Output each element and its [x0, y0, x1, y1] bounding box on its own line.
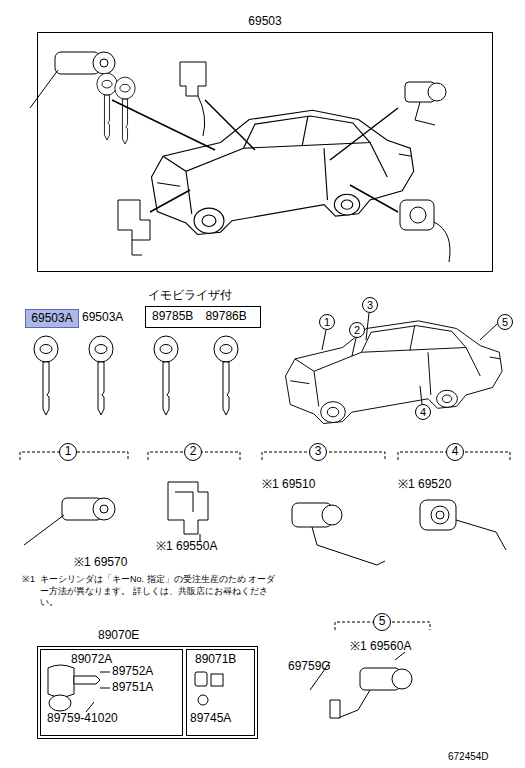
callout-circle: 3 — [309, 443, 327, 461]
highlight-box: 69503A — [25, 309, 79, 328]
part-number: 89071B — [195, 653, 236, 667]
top-parts — [434, 222, 450, 262]
keys — [34, 336, 58, 415]
part-drawings — [436, 511, 444, 519]
top-parts — [93, 52, 115, 74]
callout-circle: 4 — [446, 443, 464, 461]
part-label: ※1 69560A — [350, 640, 411, 654]
part-label: ※1 69550A — [156, 540, 217, 554]
callout-circle: 4 — [415, 404, 431, 420]
callout-circle: 1 — [319, 314, 335, 330]
part-drawings — [330, 700, 340, 718]
callout-number: 1 — [65, 445, 72, 459]
callout-number: 2 — [190, 445, 197, 459]
top-parts — [97, 73, 117, 140]
part-drawings — [312, 527, 385, 565]
keys — [154, 336, 178, 415]
callout-circle: 2 — [349, 322, 365, 338]
top-parts — [112, 100, 398, 212]
kit-parts — [211, 674, 223, 686]
lower-car — [286, 321, 503, 424]
lower-car — [286, 313, 503, 424]
part-heading: 89070E — [96, 629, 141, 643]
callout-number: 4 — [420, 406, 426, 419]
callout-number: 5 — [502, 316, 508, 329]
callout-circle: 1 — [59, 443, 77, 461]
kit-parts — [48, 665, 223, 712]
top-parts — [118, 200, 150, 240]
top-parts — [100, 59, 108, 67]
top-car — [152, 110, 414, 234]
part-drawings — [168, 482, 208, 534]
callout-number: 1 — [324, 316, 330, 329]
part-heading: 69503 — [246, 15, 283, 29]
part-label: 89745A — [190, 712, 231, 726]
keys — [89, 336, 113, 415]
top-parts — [132, 240, 142, 255]
top-car — [152, 110, 414, 234]
kit-parts — [195, 672, 207, 686]
top-parts — [410, 207, 426, 223]
part-label: 89759-41020 — [47, 712, 118, 726]
part-box: イモビライザ付89785B89786B — [145, 306, 261, 328]
callout-circle: 3 — [362, 297, 378, 313]
callout-number: 3 — [367, 299, 373, 312]
part-label: 89752A — [112, 665, 153, 679]
part-number: 89785B — [152, 310, 193, 324]
part-number: 89786B — [205, 310, 246, 324]
group-brackets — [20, 452, 510, 630]
callout-number: 2 — [354, 324, 360, 337]
top-parts — [428, 83, 446, 101]
top-parts — [198, 96, 205, 136]
part-drawings — [24, 482, 506, 718]
keys — [214, 336, 238, 415]
top-parts — [30, 70, 58, 108]
keys — [34, 336, 238, 415]
part-number: 89072A — [71, 653, 112, 667]
part-box: 69503 — [37, 32, 493, 272]
kit-parts — [49, 695, 71, 711]
lower-car — [322, 313, 497, 404]
part-drawings — [420, 500, 456, 530]
kit-parts — [198, 695, 208, 705]
part-drawings — [431, 506, 449, 524]
callout-circle: 5 — [497, 314, 513, 330]
part-label: 89751A — [112, 681, 153, 695]
part-drawings — [24, 515, 64, 545]
top-parts — [415, 102, 435, 125]
part-label: ※1 69510 — [262, 478, 315, 492]
part-label: ※1 — [22, 574, 35, 584]
callout-number: 3 — [315, 445, 322, 459]
diagram-code: 672454D — [448, 751, 489, 763]
kit-parts — [74, 676, 100, 684]
kit-parts — [48, 665, 74, 697]
kit-parts — [86, 672, 110, 712]
callout-circle: 2 — [184, 443, 202, 461]
part-drawings — [392, 669, 412, 689]
top-parts — [400, 200, 434, 230]
part-drawings — [100, 505, 108, 513]
part-label: 69503A — [82, 311, 123, 325]
part-drawings — [93, 498, 115, 520]
callout-number: 4 — [452, 445, 459, 459]
part-drawings — [322, 505, 342, 525]
part-label: 69759G — [288, 660, 331, 674]
part-number: 69503A — [31, 312, 72, 326]
part-drawings — [456, 520, 506, 550]
part-label: ※1 69520 — [398, 478, 451, 492]
part-drawings — [175, 492, 200, 542]
callout-number: 5 — [379, 615, 386, 629]
part-label: ※1 69570 — [74, 556, 127, 570]
callout-circle: 5 — [373, 613, 391, 631]
top-parts — [30, 52, 450, 262]
box-body: 89785B 89786B — [146, 307, 253, 327]
part-drawings — [338, 652, 405, 718]
part-heading: イモビライザ付 — [146, 289, 234, 303]
top-parts — [180, 62, 206, 96]
note-text: キーシリンダは「キーNo. 指定」の受注生産のため オーダー方法が異なります。 … — [40, 574, 280, 609]
